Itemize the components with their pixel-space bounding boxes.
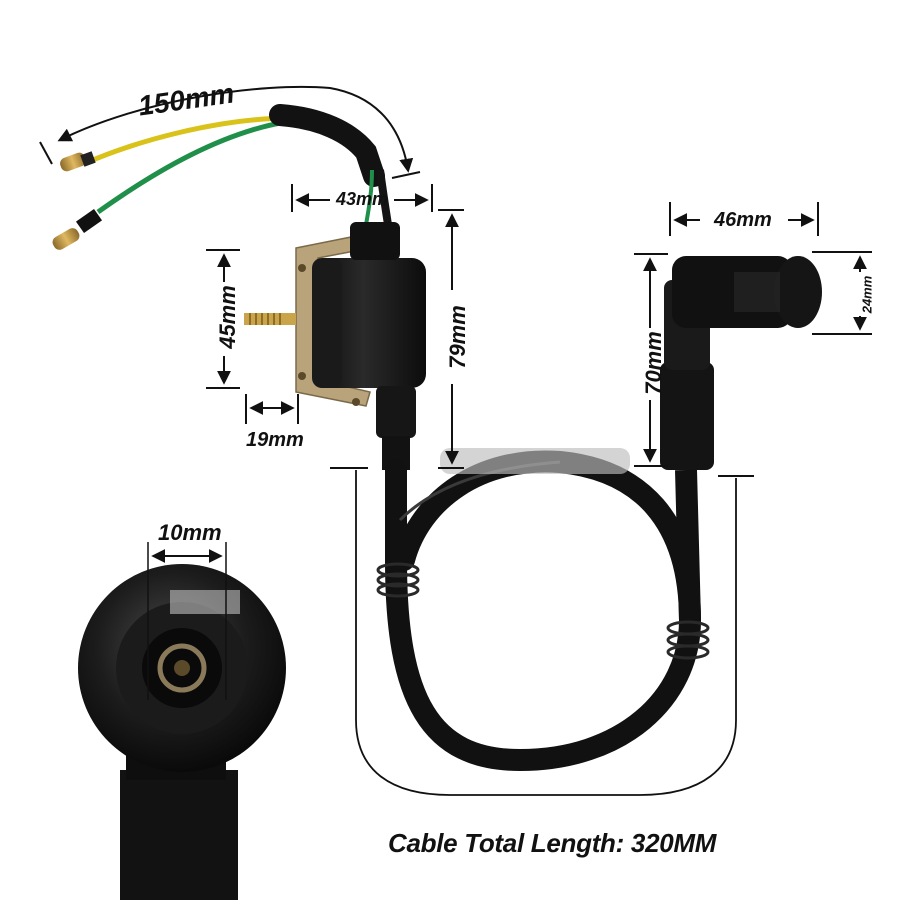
spark-plug-cap bbox=[660, 256, 822, 470]
dim-label-43mm: 43mm bbox=[336, 189, 389, 209]
bullet-connector-1 bbox=[60, 151, 96, 172]
dim-label-19mm: 19mm bbox=[246, 429, 304, 451]
wire-sleeve bbox=[269, 104, 385, 187]
dim-label-79mm: 79mm bbox=[444, 305, 470, 369]
lead-wires bbox=[52, 104, 396, 251]
dim-label-10mm: 10mm bbox=[158, 520, 222, 545]
dim-label-46mm: 46mm bbox=[714, 209, 772, 231]
dim-label-24mm: 24mm bbox=[859, 275, 875, 314]
ignition-coil bbox=[244, 222, 426, 470]
coil-output-boot bbox=[376, 386, 416, 438]
dim-label-70mm: 70mm bbox=[640, 331, 666, 395]
ignition-cable bbox=[376, 448, 710, 772]
cable-tie-left bbox=[376, 562, 420, 598]
mounting-stud bbox=[244, 313, 296, 325]
bullet-connector-2 bbox=[52, 208, 103, 250]
cable-tie-right bbox=[666, 620, 710, 660]
dimension-lines bbox=[39, 85, 872, 796]
cable-length-caption: Cable Total Length: 320MM bbox=[388, 828, 717, 858]
dim-label-45mm: 45mm bbox=[214, 285, 240, 349]
green-wire bbox=[96, 117, 301, 215]
cap-end-view bbox=[78, 564, 286, 900]
